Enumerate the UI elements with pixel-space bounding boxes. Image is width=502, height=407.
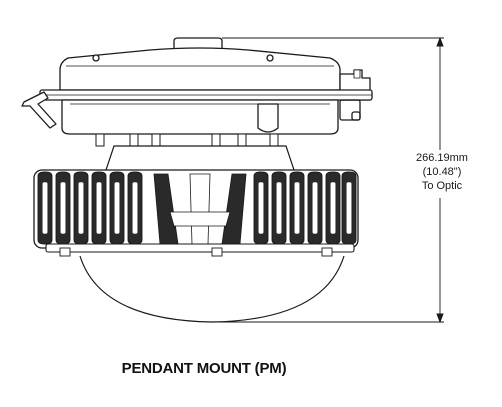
fixture-housing [21, 37, 373, 135]
heatsink-fin-slot [329, 181, 337, 235]
heatsink-fin-slot [275, 181, 283, 235]
arrow-down-icon [436, 313, 444, 324]
drawing-caption: PENDANT MOUNT (PM) [121, 360, 287, 377]
arrow-up-icon [436, 36, 444, 47]
height-dimension-line [212, 36, 444, 324]
heatsink-fin-slot [77, 181, 85, 235]
dimension-metric: 266.19mm [416, 152, 468, 164]
mounting-studs [95, 133, 279, 147]
heatsink-fin-slot [95, 181, 103, 235]
heatsink-fin-slot [113, 181, 121, 235]
optic-dome [79, 255, 345, 323]
heatsink [33, 169, 359, 257]
heatsink-fin-slot [345, 181, 353, 235]
heatsink-fin-slot [41, 181, 49, 235]
heatsink-fin-slot [131, 181, 139, 235]
heatsink-fin-slot [257, 181, 265, 235]
heatsink-fin-slot [311, 181, 319, 235]
dimension-reference: To Optic [421, 180, 463, 192]
dimension-imperial: (10.48") [422, 166, 462, 178]
heatsink-fin-slot [293, 181, 301, 235]
center-fins [153, 173, 247, 245]
heatsink-fins [37, 171, 357, 245]
heatsink-fin-slot [59, 181, 67, 235]
